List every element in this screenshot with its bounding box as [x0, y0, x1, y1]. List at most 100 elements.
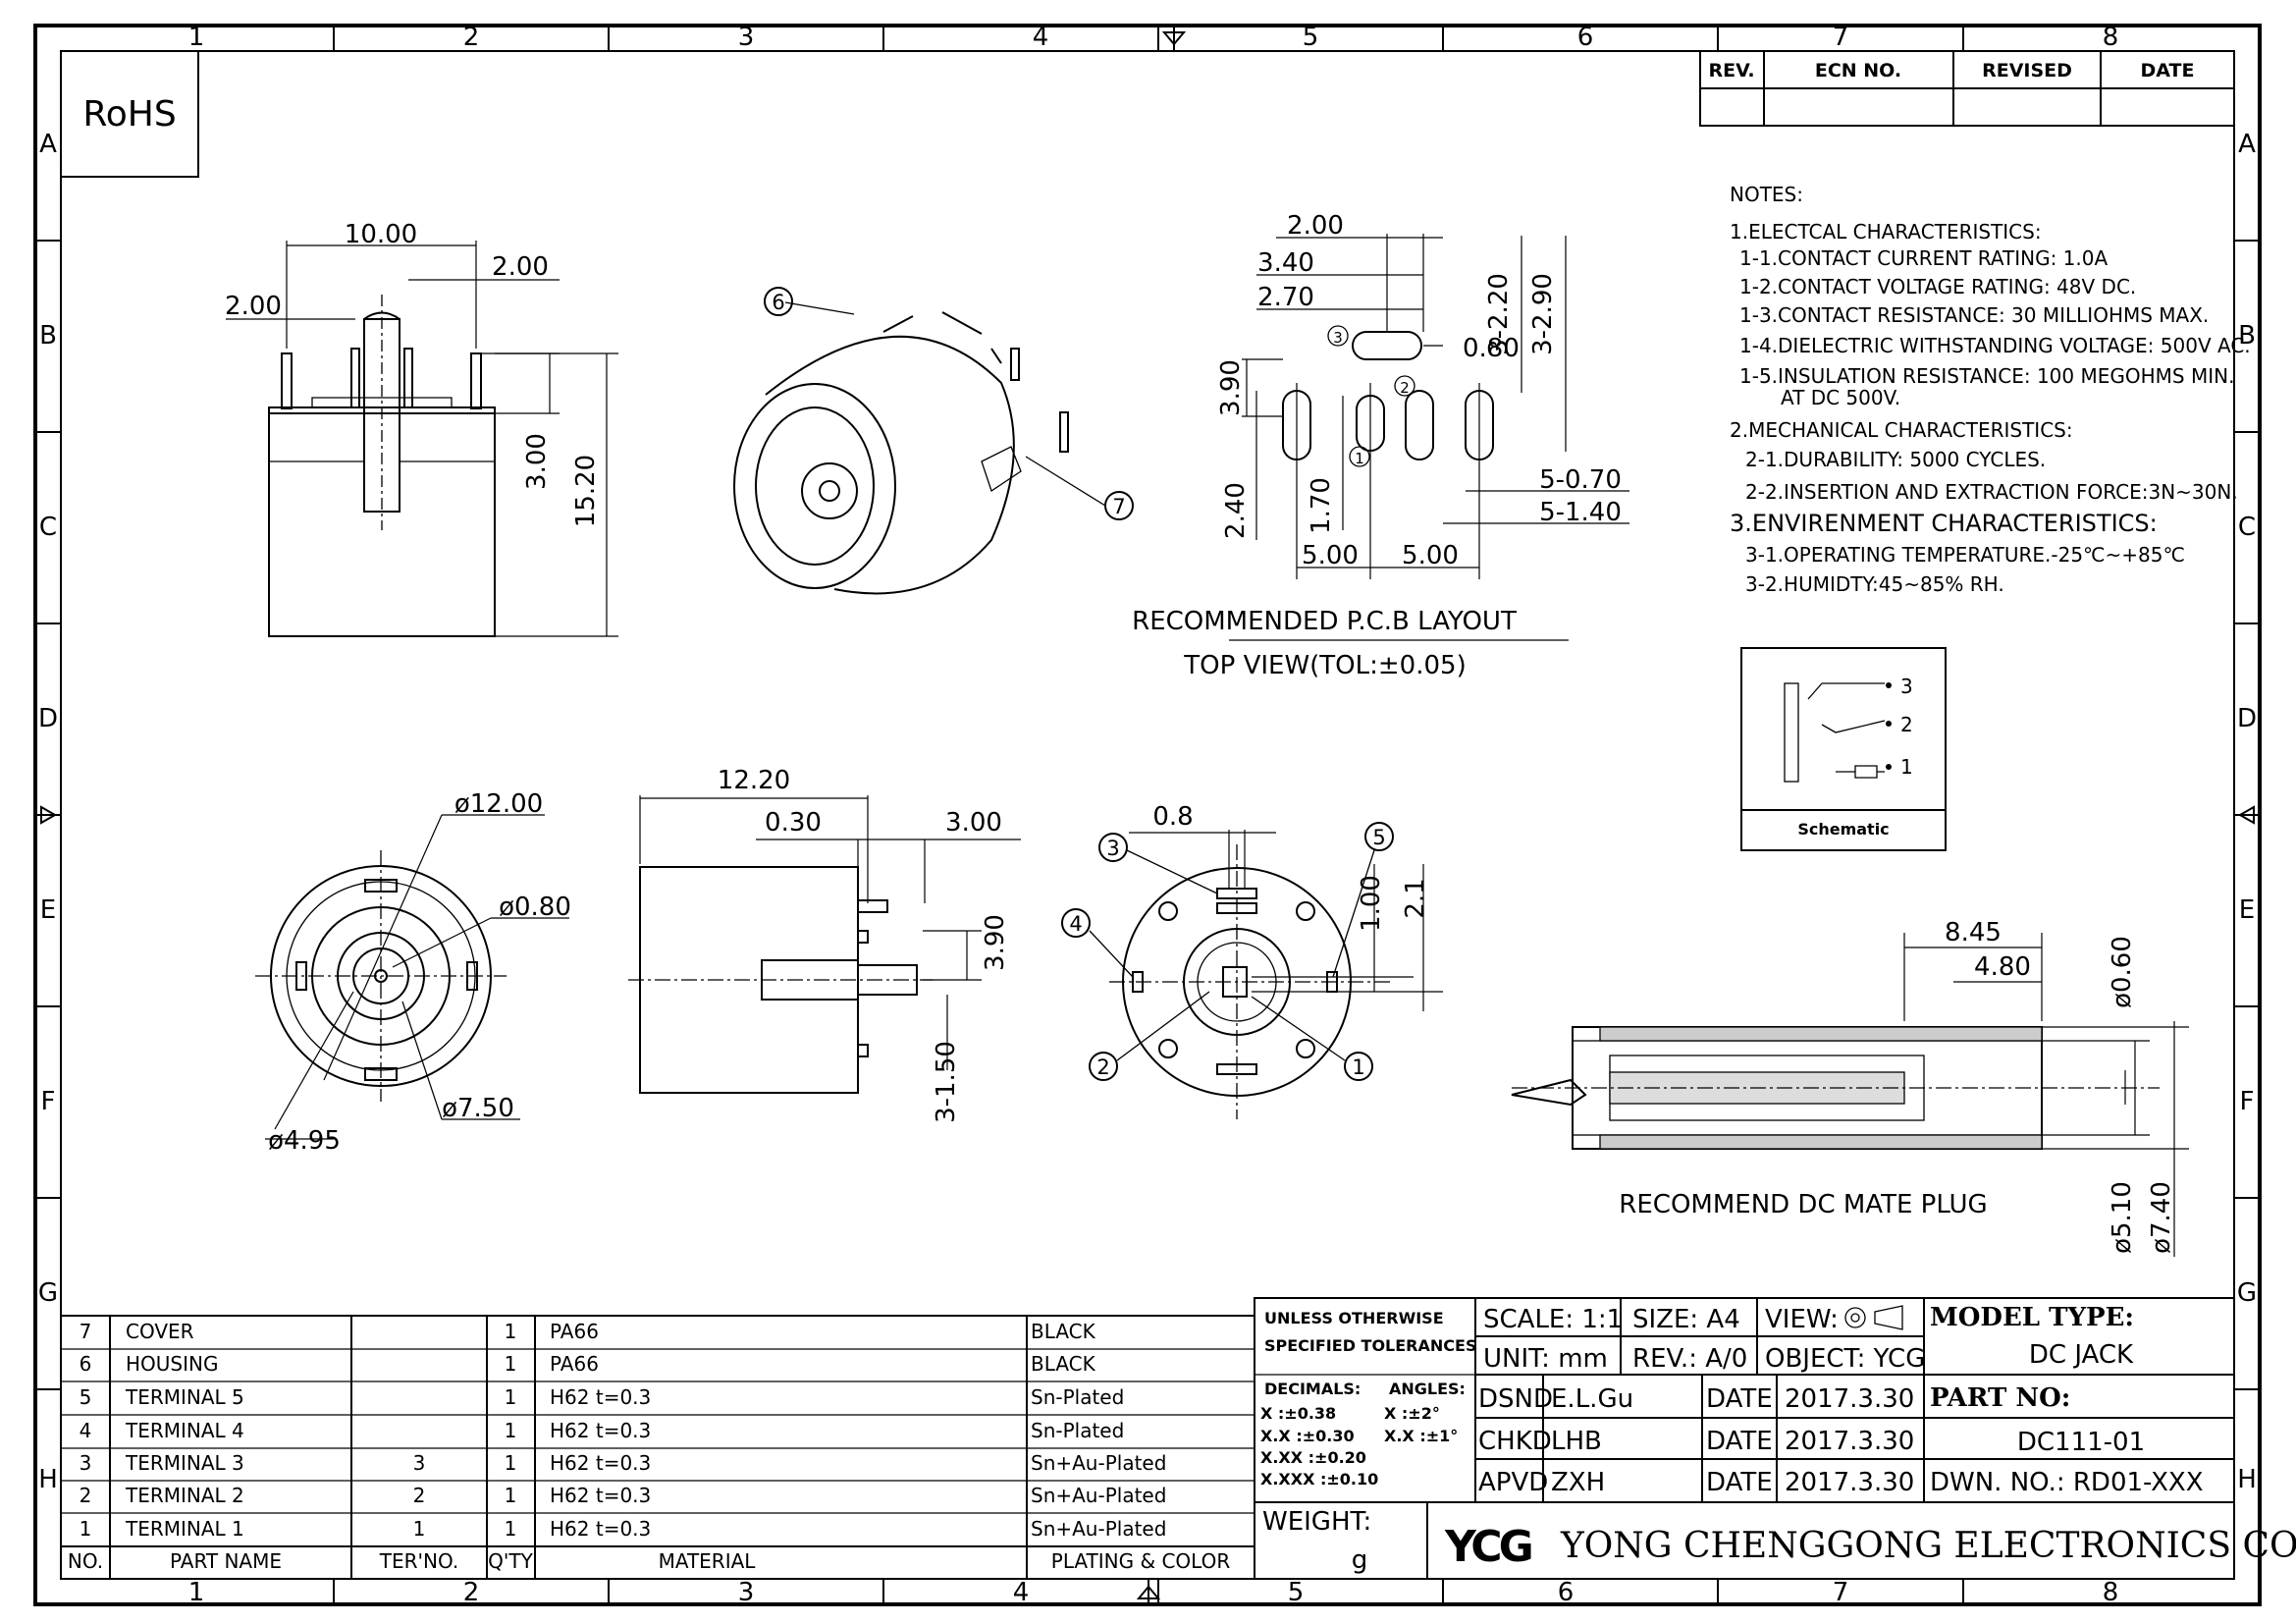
schematic-pin: 3	[1900, 675, 1913, 698]
col-label: 1	[188, 1578, 205, 1607]
dim-text: 0.80	[1463, 334, 1520, 363]
ang-line: X :±2°	[1384, 1404, 1440, 1423]
dim-text: ø0.60	[2108, 936, 2137, 1008]
date-value: 2017.3.30	[1785, 1468, 1914, 1497]
note-line: 2-2.INSERTION AND EXTRACTION FORCE:3N~30…	[1745, 480, 2238, 504]
row-label: C	[2238, 513, 2256, 542]
tol-header: UNLESS OTHERWISE	[1264, 1309, 1444, 1327]
callout: 2	[1096, 1056, 1109, 1079]
dim-text: 5-1.40	[1539, 498, 1622, 527]
col-label: 8	[2103, 1578, 2119, 1607]
dim-text: ø7.50	[442, 1094, 514, 1123]
bom-part: TERMINAL 1	[125, 1517, 244, 1541]
bom-plating: Sn-Plated	[1031, 1419, 1124, 1442]
bom-no: 6	[80, 1352, 92, 1376]
bom-header: PART NAME	[170, 1549, 282, 1573]
bom-plating: Sn+Au-Plated	[1031, 1517, 1166, 1541]
centering-marks	[35, 26, 2255, 1604]
bom-part: TERMINAL 4	[125, 1419, 244, 1442]
part-label: PART NO:	[1930, 1383, 2070, 1413]
dim-text: ø12.00	[454, 789, 543, 819]
dim-text: 2.00	[492, 252, 549, 282]
bom-qty: 1	[505, 1419, 517, 1442]
dim-text: 3-2.20	[1484, 273, 1514, 355]
dim-text: 10.00	[345, 220, 417, 249]
rear-view: 1.00 2.1 0.8 3 5 4 2 1	[1061, 802, 1443, 1119]
dsnd-name: E.L.Gu	[1551, 1384, 1633, 1414]
dim-text: 3.90	[981, 914, 1010, 971]
row-label: D	[38, 704, 58, 733]
dim-text: ø0.80	[499, 893, 571, 922]
col-label: 5	[1303, 23, 1319, 52]
bom-part: TERMINAL 5	[125, 1385, 244, 1409]
side-view: 12.20 0.30 3.00 3.90 3-1.50	[628, 766, 1021, 1123]
note-line: 3.ENVIRENMENT CHARACTERISTICS:	[1730, 510, 2158, 537]
col-label: 4	[1013, 1578, 1030, 1607]
col-label: 7	[1833, 23, 1849, 52]
dim-text: ø7.40	[2147, 1181, 2176, 1254]
pcb-layout: 5.00 5.00 2.00 3.40 2.70 0.80 3-2.20 3-2…	[1132, 211, 1629, 680]
table-row: 7 COVER 1 PA66 BLACK	[80, 1320, 1096, 1343]
dim-text: 2.00	[225, 292, 282, 321]
dc-plug-view: 8.45 4.80 ø0.60 ø5.10 ø7.40 RECOMMEND DC…	[1511, 918, 2189, 1257]
note-line: AT DC 500V.	[1781, 386, 1900, 409]
front-view: 10.00 2.00 2.00 3.00 15.20	[225, 220, 618, 637]
row-label: C	[39, 513, 57, 542]
callout: 3	[1106, 837, 1119, 860]
bom-material: PA66	[550, 1320, 599, 1343]
tol-line: X.X :±0.30	[1260, 1427, 1355, 1445]
bom-ter: 2	[413, 1484, 426, 1507]
dim-text: ø5.10	[2108, 1181, 2137, 1254]
dim-text: 15.20	[571, 455, 601, 527]
table-row: 4 TERMINAL 4 1 H62 t=0.3 Sn-Plated	[80, 1419, 1125, 1442]
table-row: 3 TERMINAL 3 3 1 H62 t=0.3 Sn+Au-Plated	[80, 1451, 1167, 1475]
table-row: 1 TERMINAL 1 1 1 H62 t=0.3 Sn+Au-Plated	[80, 1517, 1167, 1541]
col-label: 4	[1033, 23, 1049, 52]
row-label: B	[39, 321, 57, 351]
bom-plating: Sn-Plated	[1031, 1385, 1124, 1409]
bom-header: TER'NO.	[379, 1549, 459, 1573]
dim-text: 5.00	[1402, 541, 1459, 570]
view-label: VIEW:	[1765, 1305, 1839, 1334]
table-row: 6 HOUSING 1 PA66 BLACK	[80, 1352, 1096, 1376]
col-label: 7	[1833, 1578, 1849, 1607]
bom-header: PLATING & COLOR	[1051, 1549, 1231, 1573]
bom-header: MATERIAL	[659, 1549, 757, 1573]
bottom-view: ø12.00 ø0.80 ø4.95 ø7.50	[255, 789, 571, 1156]
pcb-title: RECOMMENDED P.C.B LAYOUT	[1132, 607, 1517, 636]
row-label: B	[2238, 321, 2256, 351]
bom-ter: 3	[413, 1451, 426, 1475]
apvd-label: APVD	[1478, 1468, 1548, 1497]
object: OBJECT: YCG	[1765, 1344, 1925, 1374]
bom-material: H62 t=0.3	[550, 1451, 651, 1475]
callout: 3	[1333, 329, 1343, 347]
note-line: 1.ELECTCAL CHARACTERISTICS:	[1730, 220, 2042, 244]
isometric-view: 6 7	[733, 287, 1134, 595]
row-label: G	[38, 1278, 58, 1308]
bom-header: NO.	[68, 1549, 103, 1573]
apvd-name: ZXH	[1551, 1468, 1605, 1497]
pcb-subtitle: TOP VIEW(TOL:±0.05)	[1183, 651, 1466, 680]
bom-qty: 1	[505, 1385, 517, 1409]
bom-rows: 7 COVER 1 PA66 BLACK 6 HOUSING 1 PA66 BL…	[68, 1320, 1230, 1573]
model-label: MODEL TYPE:	[1930, 1303, 2134, 1332]
row-label: G	[2237, 1278, 2257, 1308]
row-label: F	[2240, 1087, 2255, 1116]
table-row: 2 TERMINAL 2 2 1 H62 t=0.3 Sn+Au-Plated	[80, 1484, 1167, 1507]
bom-part: COVER	[126, 1320, 194, 1343]
table-row: 5 TERMINAL 5 1 H62 t=0.3 Sn-Plated	[80, 1385, 1125, 1409]
tol-line: X.XX :±0.20	[1260, 1448, 1366, 1467]
dim-text: 1.00	[1357, 875, 1386, 932]
dim-text: 3.00	[522, 433, 552, 490]
row-labels: A B C D E F G H A B C D E F G H	[38, 130, 2257, 1494]
date-label: DATE	[1706, 1427, 1773, 1456]
bom-material: H62 t=0.3	[550, 1385, 651, 1409]
decimals-label: DECIMALS:	[1264, 1380, 1361, 1398]
column-labels-top: 1 2 3 4 5 6 7 8	[188, 23, 2119, 52]
dim-text: 8.45	[1945, 918, 2002, 947]
row-label: H	[2237, 1465, 2257, 1494]
note-line: 2-1.DURABILITY: 5000 CYCLES.	[1745, 448, 2046, 471]
dim-text: 0.8	[1152, 802, 1193, 832]
row-label: D	[2237, 704, 2257, 733]
col-label: 8	[2103, 23, 2119, 52]
